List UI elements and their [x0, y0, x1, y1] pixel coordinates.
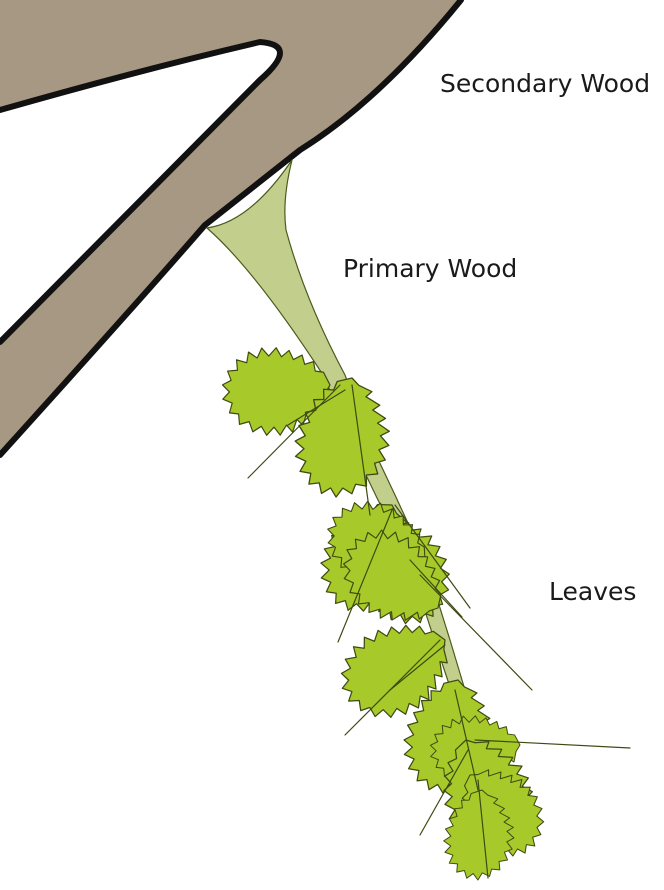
leaves-label: Leaves	[549, 577, 636, 606]
secondary-wood-label: Secondary Wood	[440, 69, 650, 98]
primary-wood-label: Primary Wood	[343, 254, 517, 283]
